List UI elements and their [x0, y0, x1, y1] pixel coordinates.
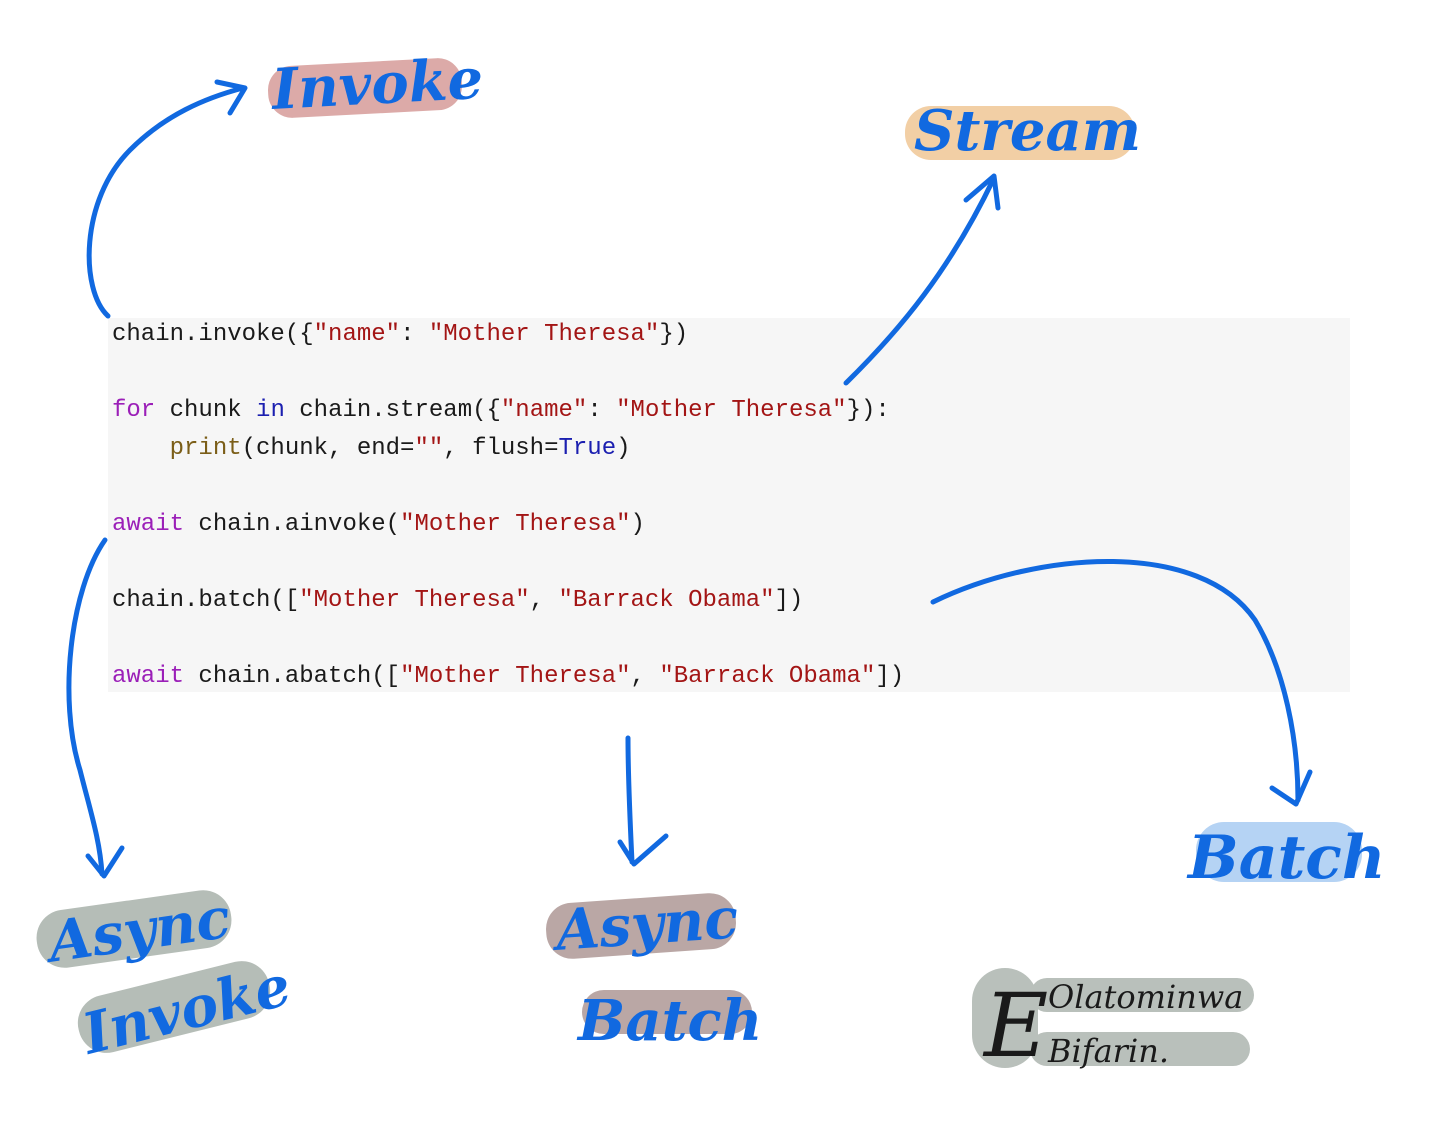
stream-highlight [905, 106, 1135, 160]
code-token: "name" [313, 321, 401, 348]
code-token: print [169, 435, 242, 462]
code-token: "Barrack Obama" [558, 587, 775, 614]
code-token: }): [846, 397, 890, 424]
code-token: for [112, 397, 156, 424]
code-token: , flush= [443, 435, 559, 462]
code-token: chain.batch([ [112, 587, 300, 614]
code-line-abatch: await chain.abatch(["Mother Theresa", "B… [112, 660, 904, 694]
invoke-arrow [86, 85, 246, 319]
code-token: chain.abatch([ [184, 663, 401, 690]
code-token: await [112, 663, 185, 690]
async-batch-label-1: Async [549, 885, 740, 964]
async-invoke-highlight-1 [36, 890, 232, 968]
async-batch-label-2: Batch [576, 988, 762, 1054]
async-invoke-arrow-head [85, 845, 125, 879]
invoke-highlight [267, 58, 463, 118]
signature-line-2: Bifarin. [1047, 1032, 1169, 1070]
async-invoke-label-1: Async [40, 885, 235, 976]
code-line-stream: for chunk in chain.stream({"name": "Moth… [112, 394, 890, 428]
code-token: ]) [875, 663, 905, 690]
async-invoke-label-2: Invoke [74, 952, 297, 1068]
code-token: in [256, 397, 285, 424]
code-token: (chunk, end= [241, 435, 415, 462]
code-token: ) [616, 435, 631, 462]
async-invoke-highlight-2 [77, 961, 271, 1053]
async-batch-arrow [625, 735, 635, 865]
code-token: chunk [155, 397, 257, 424]
signature-initial: E [982, 974, 1048, 1077]
signature-highlight-1 [1030, 978, 1254, 1012]
code-token: }) [659, 321, 689, 348]
async-invoke-arrow [66, 537, 108, 877]
code-token: "Mother Theresa" [428, 321, 660, 348]
invoke-label: Invoke [268, 46, 484, 123]
stream-arrow [843, 175, 997, 386]
code-token: chain.stream({ [284, 397, 501, 424]
code-token: "Barrack Obama" [659, 663, 876, 690]
signature-highlight-initial [972, 968, 1038, 1068]
code-token: ) [630, 511, 645, 538]
async-batch-highlight-2 [582, 990, 752, 1034]
batch-highlight [1196, 822, 1362, 882]
code-token: "name" [500, 397, 588, 424]
batch-arrow [930, 559, 1301, 803]
code-token: True [558, 435, 617, 462]
stream-arrow-head [963, 173, 1001, 211]
code-token: await [112, 511, 185, 538]
code-token: , [630, 663, 660, 690]
code-token: "Mother Theresa" [299, 587, 530, 614]
code-block: chain.invoke({"name": "Mother Theresa"})… [108, 318, 1350, 692]
code-line-batch: chain.batch(["Mother Theresa", "Barrack … [112, 584, 803, 618]
code-line-print: print(chunk, end="", flush=True) [112, 432, 631, 466]
code-token: "Mother Theresa" [400, 511, 631, 538]
stream-label: Stream [914, 98, 1141, 164]
invoke-arrow-head [214, 79, 248, 116]
batch-label: Batch [1186, 823, 1385, 893]
async-batch-arrow-head [617, 833, 669, 867]
code-token: : [587, 397, 617, 424]
code-token: "Mother Theresa" [400, 663, 631, 690]
batch-arrow-head [1269, 769, 1313, 807]
code-token: ]) [774, 587, 804, 614]
code-token: : [400, 321, 429, 348]
code-token: chain.invoke({ [112, 321, 314, 348]
signature-line-1: Olatominwa [1048, 978, 1243, 1016]
code-token: chain.ainvoke( [184, 511, 401, 538]
code-token: , [529, 587, 559, 614]
code-token: "" [414, 435, 444, 462]
code-line-ainvoke: await chain.ainvoke("Mother Theresa") [112, 508, 645, 542]
async-batch-highlight-1 [546, 893, 736, 959]
signature-highlight-2 [1030, 1032, 1250, 1066]
code-token: "Mother Theresa" [616, 397, 847, 424]
code-line-invoke: chain.invoke({"name": "Mother Theresa"}) [112, 318, 688, 352]
